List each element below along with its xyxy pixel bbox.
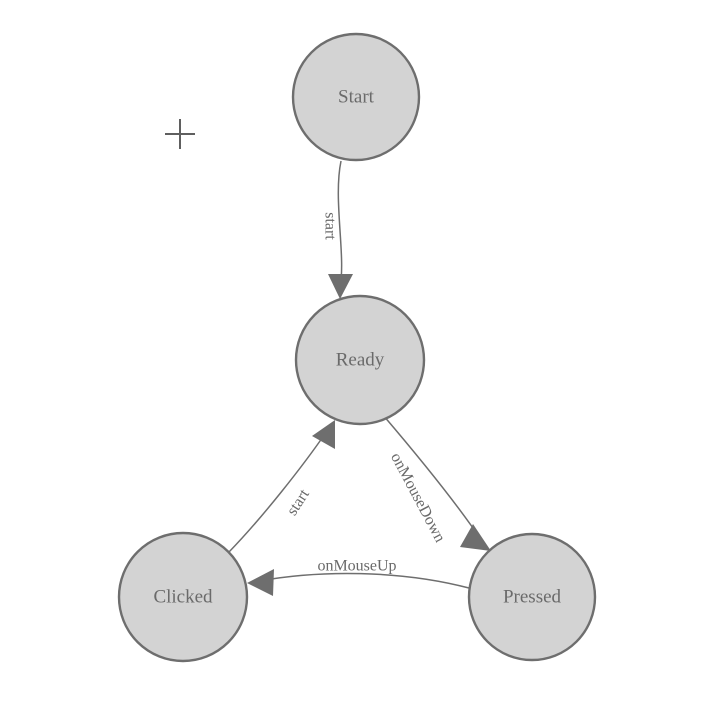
edge-label-start-to-ready: start xyxy=(321,212,338,240)
edge-label-ready-to-pressed: onMouseDown xyxy=(387,450,448,545)
edge-path xyxy=(228,430,328,553)
edge-label-pressed-to-clicked: onMouseUp xyxy=(317,558,396,575)
arrowhead-icon xyxy=(312,420,335,449)
node-ready[interactable]: Ready xyxy=(294,294,426,426)
crosshair-marker[interactable] xyxy=(165,119,195,149)
node-circle xyxy=(291,32,421,162)
arrowhead-icon xyxy=(460,524,491,551)
node-label-start: Start xyxy=(338,86,375,107)
edge-pressed-to-clicked[interactable]: onMouseUp xyxy=(247,558,470,596)
edge-label-clicked-to-ready: start xyxy=(284,486,314,519)
node-circle xyxy=(294,294,426,426)
arrowhead-icon xyxy=(328,274,353,299)
edge-ready-to-pressed[interactable]: onMouseDown xyxy=(382,414,491,551)
node-start[interactable]: Start xyxy=(291,32,421,162)
node-label-clicked: Clicked xyxy=(153,586,213,607)
node-circle xyxy=(117,531,249,663)
edge-start-to-ready[interactable]: start xyxy=(321,160,353,299)
node-label-pressed: Pressed xyxy=(503,586,562,607)
arrowhead-icon xyxy=(247,569,274,596)
node-clicked[interactable]: Clicked xyxy=(117,531,249,663)
node-pressed[interactable]: Pressed xyxy=(467,532,597,662)
edge-path xyxy=(258,572,470,589)
node-circle xyxy=(467,532,597,662)
node-label-ready: Ready xyxy=(336,349,385,370)
edge-clicked-to-ready[interactable]: start xyxy=(228,420,335,553)
